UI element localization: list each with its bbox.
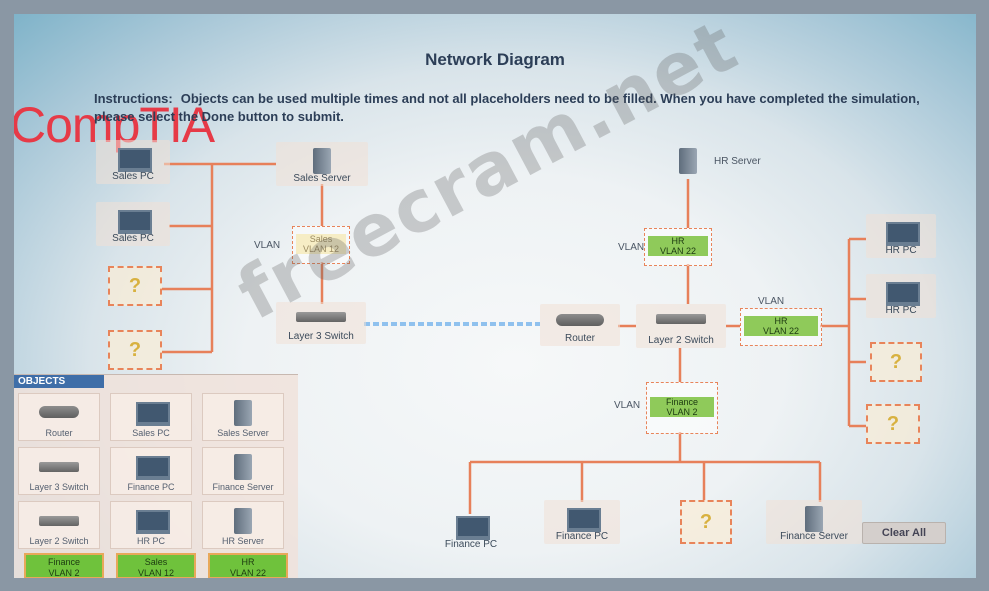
object-finance-server[interactable]: Finance Server [202, 447, 284, 495]
pc-icon [136, 402, 170, 426]
objects-header: OBJECTS [14, 375, 104, 388]
hr-pc-2[interactable]: HR PC [866, 274, 936, 318]
hr-vlan-tag-top: HR VLAN 22 [648, 236, 708, 256]
pc-icon [886, 222, 920, 246]
router-icon [39, 406, 79, 418]
page-title: Network Diagram [425, 50, 565, 69]
object-hr-server[interactable]: HR Server [202, 501, 284, 549]
placeholder-right-1[interactable]: ? [870, 342, 922, 382]
object-hr-vlan[interactable]: HR VLAN 22 [208, 553, 288, 578]
object-router[interactable]: Router [18, 393, 100, 441]
server-icon [234, 508, 252, 534]
connection-lines [162, 162, 866, 514]
pc-icon [456, 516, 490, 540]
server-icon [234, 454, 252, 480]
instructions: Instructions:Objects can be used multipl… [94, 90, 944, 126]
finance-vlan-tag: Finance VLAN 2 [650, 397, 714, 417]
pc-icon [567, 508, 601, 532]
layer3-switch[interactable]: Layer 3 Switch [276, 302, 366, 344]
pc-icon [118, 148, 152, 172]
switch-icon [39, 462, 79, 472]
server-icon [313, 148, 331, 174]
finance-pc-1[interactable]: Finance PC [430, 508, 512, 552]
object-finance-pc[interactable]: Finance PC [110, 447, 192, 495]
pc-icon [118, 210, 152, 234]
server-icon [805, 506, 823, 532]
placeholder-left-1[interactable]: ? [108, 266, 162, 306]
object-sales-server[interactable]: Sales Server [202, 393, 284, 441]
object-layer3-switch[interactable]: Layer 3 Switch [18, 447, 100, 495]
object-layer2-switch[interactable]: Layer 2 Switch [18, 501, 100, 549]
sales-vlan-slot[interactable]: Sales VLAN 12 [292, 226, 350, 264]
clear-all-button[interactable]: Clear All [862, 522, 946, 544]
pc-icon [886, 282, 920, 306]
sales-pc-1[interactable]: Sales PC [96, 140, 170, 184]
switch-icon [296, 312, 346, 322]
layer2-switch[interactable]: Layer 2 Switch [636, 304, 726, 348]
finance-server[interactable]: Finance Server [766, 500, 862, 544]
instructions-text: Objects can be used multiple times and n… [94, 91, 920, 124]
objects-palette: OBJECTS Router Sales PC Sales Server Lay… [14, 374, 298, 578]
finance-pc-2[interactable]: Finance PC [544, 500, 620, 544]
instructions-label: Instructions: [94, 91, 173, 106]
object-sales-vlan[interactable]: Sales VLAN 12 [116, 553, 196, 578]
server-icon [234, 400, 252, 426]
object-hr-pc[interactable]: HR PC [110, 501, 192, 549]
placeholder-bottom[interactable]: ? [680, 500, 732, 544]
server-icon [679, 148, 697, 174]
sales-server[interactable]: Sales Server [276, 142, 368, 186]
simulation-screen: CompTIA Network Diagram Instructions:Obj… [14, 14, 976, 578]
router-icon [556, 314, 604, 326]
hr-vlan-slot-right[interactable]: HR VLAN 22 [740, 308, 822, 346]
hr-vlan-slot-top[interactable]: HR VLAN 22 [644, 228, 712, 266]
sales-pc-2[interactable]: Sales PC [96, 202, 170, 246]
switch-icon [39, 516, 79, 526]
sales-vlan-label: VLAN [254, 240, 281, 251]
placeholder-left-2[interactable]: ? [108, 330, 162, 370]
hr-vlan-tag-right: HR VLAN 22 [744, 316, 818, 336]
sales-vlan-tag: Sales VLAN 12 [296, 234, 346, 254]
pc-icon [136, 456, 170, 480]
hr-pc-1[interactable]: HR PC [866, 214, 936, 258]
placeholder-right-2[interactable]: ? [866, 404, 920, 444]
pc-icon [136, 510, 170, 534]
hr-server[interactable] [666, 142, 710, 180]
hr-server-label: HR Server [714, 156, 761, 167]
object-sales-pc[interactable]: Sales PC [110, 393, 192, 441]
object-finance-vlan[interactable]: Finance VLAN 2 [24, 553, 104, 578]
hr-vlan-label-right: VLAN [758, 296, 785, 307]
switch-icon [656, 314, 706, 324]
router[interactable]: Router [540, 304, 620, 346]
hr-vlan-label-top: VLAN [618, 242, 645, 253]
finance-vlan-label: VLAN [614, 400, 641, 411]
finance-vlan-slot[interactable]: Finance VLAN 2 [646, 382, 718, 434]
